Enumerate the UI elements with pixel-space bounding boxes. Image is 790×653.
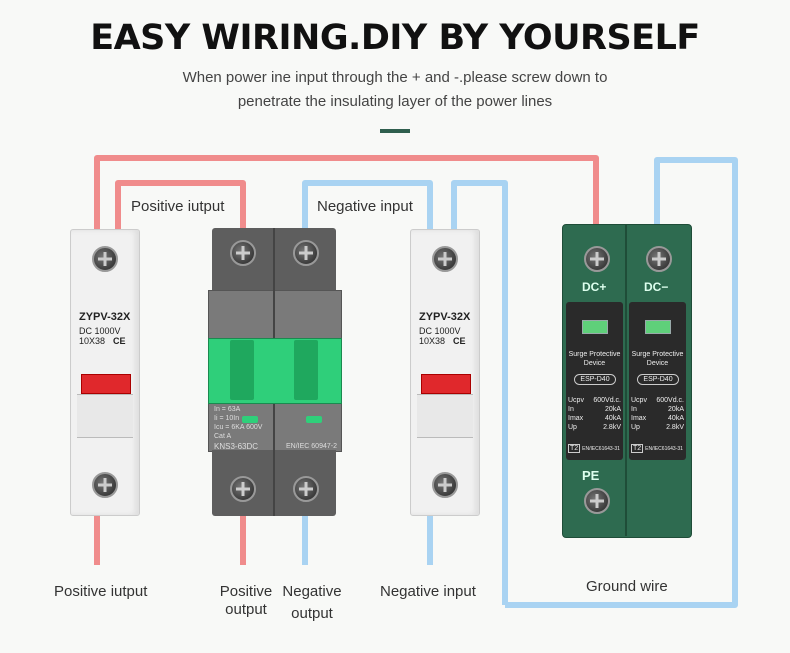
fuse-voltage: DC 1000V [79,326,121,336]
spd-indicator-right [645,320,671,334]
label-bottom-negative-input: Negative input [380,583,476,600]
spd-indicator-left [582,320,608,334]
dc-plus-label: DC+ [582,280,607,294]
title-divider [380,129,410,133]
fuse-body [77,394,133,438]
pe-label: PE [582,468,600,483]
surge-protective-device: DC+ DC− Surge Protective Device Surge Pr… [562,224,692,538]
spd-divider [625,224,627,536]
ce-mark: CE [113,336,126,346]
screw-icon [432,246,458,272]
spd-class-right: T2 EN/IEC61643-31 [631,444,684,454]
screw-icon [584,246,610,272]
spd-device-line1: Surge Protective [568,351,621,358]
dc-circuit-breaker: In = 63A Ii = 10In Icu = 6KA 600V Cat A … [208,228,342,516]
fuse-window [421,374,471,394]
spec-label: In [631,406,637,413]
spec-value: 40kA [668,415,684,422]
fuse-model: ZYPV-32X [419,311,471,323]
spd-standard: EN/IEC61643-31 [582,446,620,452]
negative-wire-inner [302,180,433,235]
label-line: output [291,605,333,622]
ground-wire [505,157,738,608]
screw-icon [432,472,458,498]
spd-model-left: ESP-D40 [574,374,616,385]
subtitle: When power ine input through the + and -… [120,66,670,114]
fuse-window [81,374,131,394]
spd-standard: EN/IEC61643-31 [645,446,683,452]
indicator-left [242,416,258,423]
spec-value: 2.8kV [666,424,684,431]
fuse-body [417,394,473,438]
breaker-standard: EN/IEC 60947-2 [286,443,337,450]
screw-icon [230,476,256,502]
spd-device-line1: Surge Protective [631,351,684,358]
screw-icon [92,246,118,272]
label-top-positive-iutput: Positive iutput [128,198,228,216]
handle-slot-left [230,340,254,400]
label-line: output [225,601,267,618]
label-bottom-negative-output: Negative output [280,583,344,623]
breaker-rating-4: Cat A [214,433,232,440]
spec-label: Ucpv [568,397,584,404]
label-bottom-positive-output: Positive output [218,583,274,619]
spd-specs-left: Ucpv 600Vd.c. In 20kA Imax 40kA Up 2.8kV [568,396,621,432]
subtitle-line-1: When power ine input through the + and -… [182,69,608,86]
spd-specs-right: Ucpv 600Vd.c. In 20kA Imax 40kA Up 2.8kV [631,396,684,432]
spec-value: 20kA [605,406,621,413]
page-title: EASY WIRING.DIY BY YOURSELF [90,18,700,58]
indicator-right [306,416,322,423]
spec-value: 600Vd.c. [593,397,621,404]
fuse-model: ZYPV-32X [79,311,131,323]
fuse-holder-right: ZYPV-32X DC 1000V 10X38 CE [410,229,480,516]
spd-device-title-right: Surge Protective Device [629,350,686,368]
spec-value: 20kA [668,406,684,413]
ce-mark: CE [453,336,466,346]
breaker-handle [208,338,342,404]
breaker-rating-1: In = 63A [214,406,241,413]
dc-minus-label: DC− [644,280,669,294]
spec-label: Imax [631,415,647,422]
screw-icon [92,472,118,498]
spec-value: 40kA [605,415,621,422]
breaker-model: KNS3-63DC [214,442,259,451]
spec-label: Up [631,424,640,431]
fuse-size: 10X38 [79,336,106,346]
breaker-rating-3: Icu = 6KA 600V [214,424,263,431]
spec-value: 2.8kV [603,424,621,431]
spd-device-line2: Device [583,360,606,367]
spd-class-left: T2 EN/IEC61643-31 [568,444,621,454]
label-ground-wire: Ground wire [586,578,668,595]
label-line: Positive [219,583,273,600]
screw-icon [230,240,256,266]
label-line: Negative [282,583,342,600]
label-bottom-positive-iutput: Positive iutput [54,583,148,600]
fuse-holder-left: ZYPV-32X DC 1000V 10X38 CE [70,229,140,516]
screw-icon [646,246,672,272]
negative-wire-outer [451,180,508,605]
spec-label: Imax [568,415,584,422]
breaker-rating-2: Ii = 10In [214,415,240,422]
spec-value: 600Vd.c. [656,397,684,404]
positive-wire-outer [94,155,599,235]
handle-slot-right [294,340,318,400]
spd-class: T2 [568,444,581,453]
spd-device-title-left: Surge Protective Device [566,350,623,368]
spd-class: T2 [631,444,644,453]
spec-label: Up [568,424,577,431]
screw-icon [293,476,319,502]
spec-label: Ucpv [631,397,647,404]
fuse-voltage: DC 1000V [419,326,461,336]
positive-wire-inner [115,180,246,235]
label-top-negative-input: Negative input [314,198,416,216]
spec-label: In [568,406,574,413]
screw-icon [293,240,319,266]
spd-device-line2: Device [646,360,669,367]
screw-icon [584,488,610,514]
subtitle-line-2: penetrate the insulating layer of the po… [237,93,553,110]
fuse-size: 10X38 [419,336,446,346]
spd-model-right: ESP-D40 [637,374,679,385]
